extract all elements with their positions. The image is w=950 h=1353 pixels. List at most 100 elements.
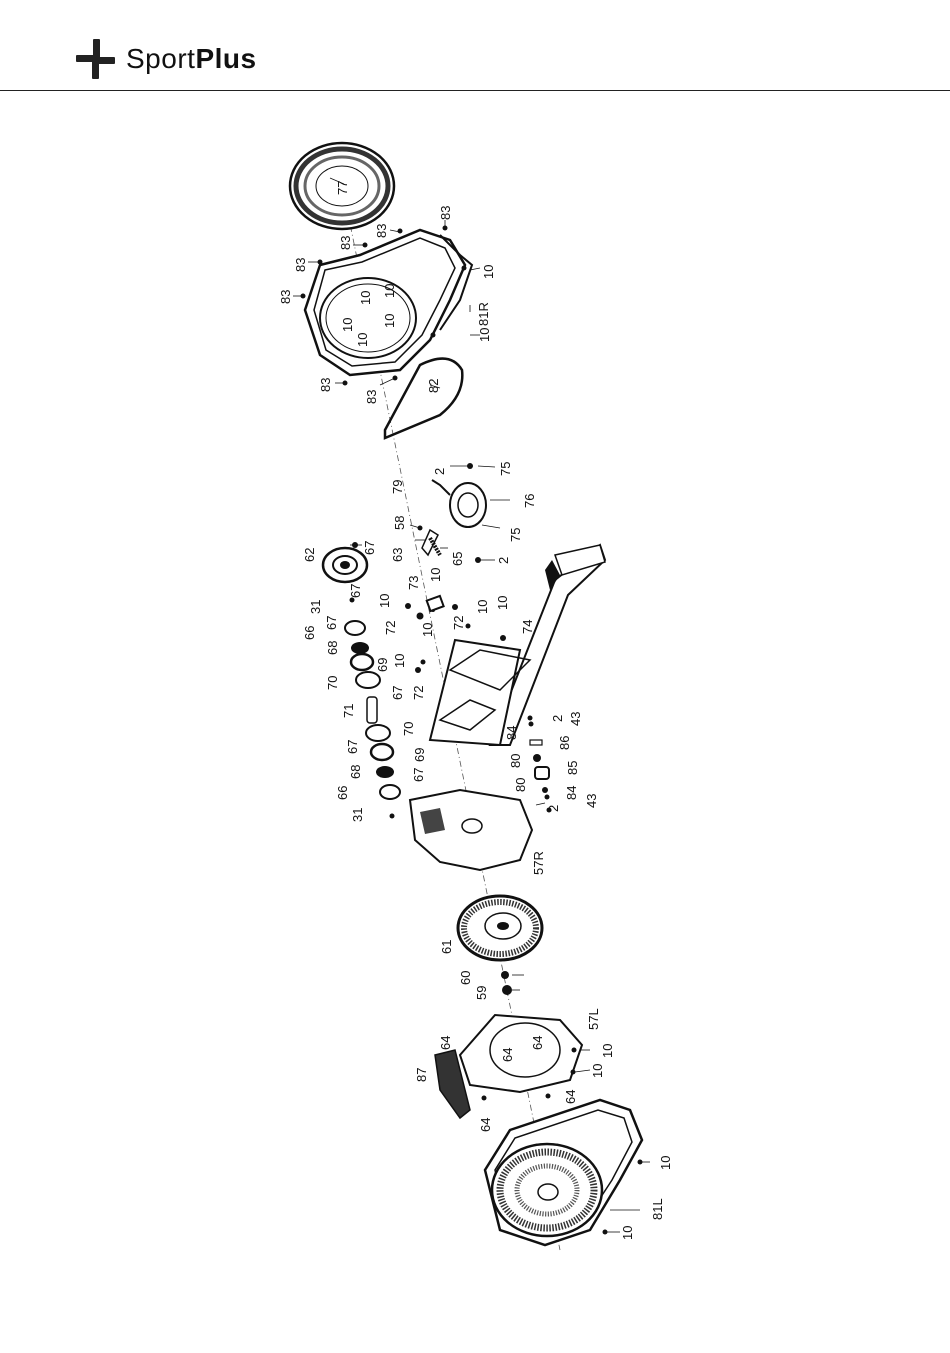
label-10: 10 <box>658 1156 673 1170</box>
label-75: 75 <box>508 528 523 542</box>
label-10: 10 <box>340 318 355 332</box>
header-divider <box>0 90 950 91</box>
label-72: 72 <box>451 616 466 630</box>
label-81r: 81R <box>476 302 491 326</box>
label-63: 63 <box>390 548 405 562</box>
label-84: 84 <box>504 726 519 740</box>
part-61-flywheel <box>458 896 542 960</box>
label-43: 43 <box>584 794 599 808</box>
label-65: 65 <box>450 552 465 566</box>
page-header: SportPlus <box>0 0 950 92</box>
brand-name-light: Sport <box>126 43 195 74</box>
label-10: 10 <box>355 333 370 347</box>
part-57l-left-panel <box>460 1015 582 1092</box>
label-10: 10 <box>600 1044 615 1058</box>
label-10: 10 <box>382 284 397 298</box>
part-81r-right-housing <box>305 230 472 375</box>
label-83: 83 <box>338 236 353 250</box>
label-67: 67 <box>362 541 377 555</box>
label-67: 67 <box>411 768 426 782</box>
label-10: 10 <box>620 1226 635 1240</box>
label-10: 10 <box>392 654 407 668</box>
label-2: 2 <box>432 468 447 475</box>
label-43: 43 <box>568 712 583 726</box>
label-10: 10 <box>428 568 443 582</box>
exploded-parts-diagram: 77 83 83 83 83 83 83 83 10 10 10 10 10 1… <box>0 92 950 1348</box>
label-10: 10 <box>358 291 373 305</box>
sportplus-cross-icon <box>74 37 118 81</box>
brand-name-bold: Plus <box>195 43 256 74</box>
label-64: 64 <box>500 1048 515 1062</box>
label-83: 83 <box>318 378 333 392</box>
brand-name: SportPlus <box>126 45 257 73</box>
label-10: 10 <box>475 600 490 614</box>
label-72: 72 <box>411 686 426 700</box>
part-63-bracket <box>422 530 438 555</box>
label-31: 31 <box>308 600 323 614</box>
label-83: 83 <box>278 290 293 304</box>
part-85-bushing <box>535 767 549 779</box>
label-80: 80 <box>508 754 523 768</box>
label-86: 86 <box>557 736 572 750</box>
label-66: 66 <box>335 786 350 800</box>
label-67: 67 <box>390 686 405 700</box>
label-10: 10 <box>481 265 496 279</box>
label-2: 2 <box>546 805 561 812</box>
label-57r: 57R <box>531 851 546 875</box>
label-64: 64 <box>530 1036 545 1050</box>
label-83: 83 <box>364 390 379 404</box>
part-76-magnet-assembly <box>432 480 486 527</box>
part-81l-left-housing <box>485 1100 642 1245</box>
label-61: 61 <box>439 940 454 954</box>
label-10: 10 <box>420 623 435 637</box>
label-31: 31 <box>350 808 365 822</box>
label-10: 10 <box>377 594 392 608</box>
label-60: 60 <box>458 971 473 985</box>
label-74: 74 <box>520 620 535 634</box>
label-83: 83 <box>438 206 453 220</box>
label-81l: 81L <box>650 1198 665 1220</box>
part-62-end-cap <box>323 548 367 582</box>
label-69: 69 <box>412 748 427 762</box>
label-69: 69 <box>375 658 390 672</box>
label-2: 2 <box>550 715 565 722</box>
label-66: 66 <box>302 626 317 640</box>
label-58: 58 <box>392 516 407 530</box>
label-64: 64 <box>478 1118 493 1132</box>
label-10: 10 <box>477 328 492 342</box>
part-86-bolt <box>530 740 542 745</box>
label-68: 68 <box>348 765 363 779</box>
label-87: 87 <box>414 1068 429 1082</box>
label-71: 71 <box>341 704 356 718</box>
label-10: 10 <box>495 596 510 610</box>
part-59-bearing <box>502 985 512 995</box>
exploded-view-svg: 77 83 83 83 83 83 83 83 10 10 10 10 10 1… <box>0 92 950 1348</box>
label-70: 70 <box>401 722 416 736</box>
part-60-spacer <box>501 971 509 979</box>
label-64: 64 <box>438 1036 453 1050</box>
label-83: 83 <box>293 258 308 272</box>
label-67: 67 <box>324 616 339 630</box>
label-70: 70 <box>325 676 340 690</box>
label-2: 2 <box>496 557 511 564</box>
label-57l: 57L <box>586 1008 601 1030</box>
part-73-plate <box>427 596 444 611</box>
label-64: 64 <box>563 1090 578 1104</box>
label-84: 84 <box>564 786 579 800</box>
label-59: 59 <box>474 986 489 1000</box>
label-62: 62 <box>302 548 317 562</box>
label-10: 10 <box>590 1064 605 1078</box>
label-73: 73 <box>406 576 421 590</box>
label-76: 76 <box>522 494 537 508</box>
part-57r-right-panel <box>410 790 532 870</box>
label-10: 10 <box>382 314 397 328</box>
label-85: 85 <box>565 761 580 775</box>
label-82: 82 <box>426 379 441 393</box>
label-68: 68 <box>325 641 340 655</box>
label-72: 72 <box>383 621 398 635</box>
label-67: 67 <box>348 584 363 598</box>
sportplus-logo: SportPlus <box>74 36 257 82</box>
label-83: 83 <box>374 224 389 238</box>
label-67: 67 <box>345 740 360 754</box>
label-75: 75 <box>498 462 513 476</box>
